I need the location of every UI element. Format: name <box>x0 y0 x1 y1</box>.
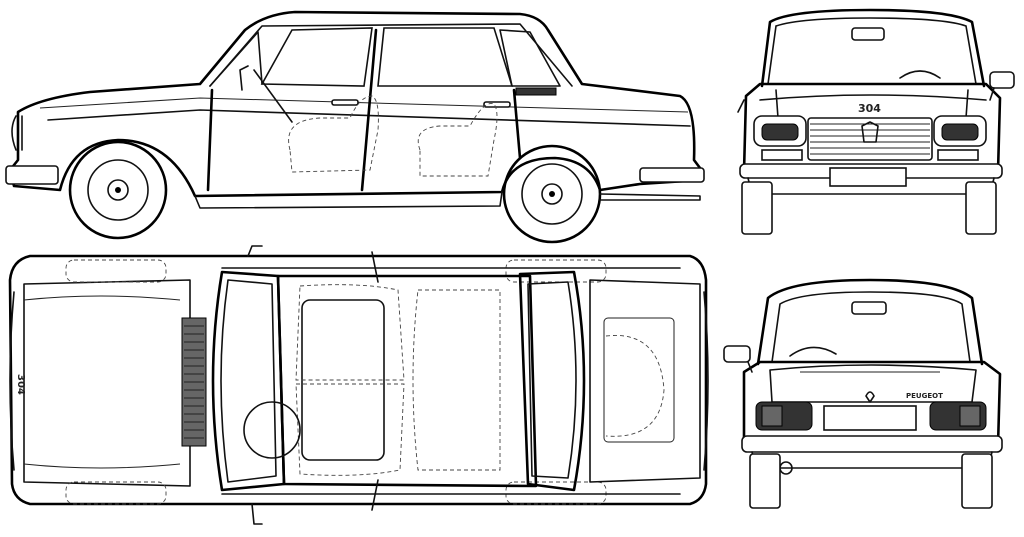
side-front-wheel <box>68 140 168 240</box>
front-left-mirror-stem <box>737 99 745 113</box>
side-sill <box>194 191 503 209</box>
front-roof-outline <box>760 8 986 88</box>
front-grille <box>807 117 933 161</box>
side-beltline <box>47 109 691 127</box>
top-rear-screen <box>518 270 586 492</box>
side-rear-door-cut <box>512 88 522 160</box>
front-view: 304 <box>737 8 1015 235</box>
side-headlamp <box>11 115 23 151</box>
rear-lion-emblem <box>865 391 875 403</box>
top-cowl-vent-slats <box>184 325 204 439</box>
side-front-door-handle <box>331 99 359 106</box>
top-view: 304 <box>8 245 709 525</box>
rear-roof-outline <box>756 278 984 366</box>
top-left-mirror <box>247 245 263 257</box>
side-rear-bumper <box>639 167 705 183</box>
front-number-plate <box>829 167 907 187</box>
side-exhaust <box>599 193 701 201</box>
top-body-outline <box>8 254 708 506</box>
side-quarter-window <box>499 29 561 87</box>
rear-wing-mirror <box>723 345 751 363</box>
front-right-tyre <box>965 181 997 235</box>
side-b-pillar <box>360 28 378 192</box>
top-driver-seat <box>295 284 405 381</box>
side-rear-window <box>377 27 514 87</box>
side-rear-wheel <box>502 144 602 244</box>
front-model-badge: 304 <box>858 102 881 115</box>
side-front-seat <box>288 95 379 173</box>
top-bonnet <box>23 279 191 487</box>
rear-steering-wheel <box>789 346 837 357</box>
top-bonnet-crease <box>23 295 181 469</box>
side-mirror <box>239 65 293 123</box>
front-bonnet-crease-right <box>965 89 969 119</box>
side-view <box>5 10 705 244</box>
top-rear-right-wheel <box>505 481 607 505</box>
top-spare-wheel <box>605 335 665 437</box>
side-windscreen <box>209 31 263 87</box>
front-right-headlamp-lens <box>941 123 979 141</box>
rear-left-taillamp-inner <box>761 405 783 427</box>
front-wing-mirror <box>989 71 1015 89</box>
side-vent-grille <box>515 87 557 96</box>
rear-boot-lid <box>769 364 977 403</box>
top-boot-panel <box>603 317 675 443</box>
side-rear-seat <box>417 103 498 177</box>
front-bonnet-crease-left <box>775 89 779 119</box>
front-left-indicator <box>761 149 803 161</box>
side-front-bumper <box>5 165 59 185</box>
top-windscreen <box>211 270 286 492</box>
front-windscreen <box>767 17 977 85</box>
top-b-pillar-left <box>371 251 379 283</box>
front-bonnet-line <box>759 94 987 101</box>
rear-make-badge: PEUGEOT <box>906 392 943 400</box>
rear-right-taillamp-inner <box>959 405 981 427</box>
top-passenger-seat <box>295 383 405 476</box>
rear-number-plate <box>823 405 917 431</box>
side-beltline-upper <box>39 97 689 113</box>
top-front-left-wheel <box>65 259 167 283</box>
top-front-right-wheel <box>65 481 167 505</box>
front-left-headlamp-lens <box>761 123 799 141</box>
rear-right-tyre <box>961 453 993 509</box>
rear-view: PEUGEOT <box>723 278 1003 509</box>
front-wing-mirror-stem <box>989 87 995 101</box>
top-bumper-rear <box>703 291 709 471</box>
front-left-tyre <box>741 181 773 235</box>
top-rear-screen-inner <box>527 281 577 479</box>
top-windscreen-inner <box>220 279 277 483</box>
front-steering-wheel <box>899 70 941 79</box>
side-rear-door-handle <box>483 101 511 108</box>
top-right-mirror <box>251 503 263 525</box>
rear-left-tyre <box>749 453 781 509</box>
top-rear-bench <box>412 289 501 471</box>
top-bumper-front <box>9 291 15 471</box>
top-boot-lid <box>589 279 701 483</box>
rear-screen <box>771 291 971 363</box>
rear-wing-mirror-stem <box>747 361 753 373</box>
rear-bumper <box>741 435 1003 453</box>
side-front-window <box>260 27 373 87</box>
side-front-door-cut <box>206 88 214 192</box>
front-right-indicator <box>937 149 979 161</box>
top-model-badge: 304 <box>15 374 26 395</box>
rear-valance <box>751 451 993 469</box>
top-b-pillar-right <box>371 479 379 511</box>
rear-interior-mirror <box>851 301 887 315</box>
front-interior-mirror <box>851 27 885 41</box>
top-steering-wheel <box>243 401 301 459</box>
